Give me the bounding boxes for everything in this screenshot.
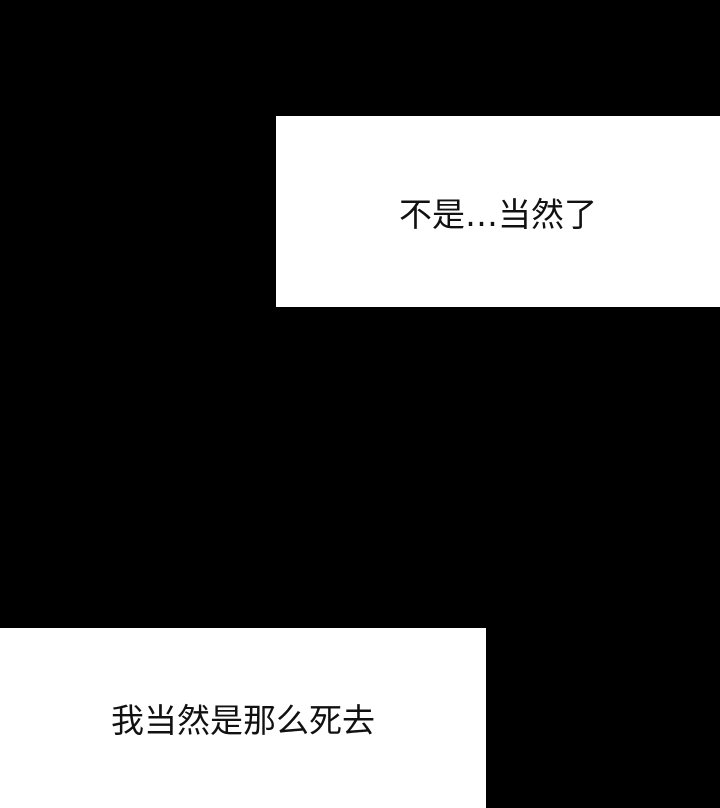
caption-box-top: 不是…当然了: [276, 116, 720, 307]
caption-text: 不是…当然了: [399, 194, 597, 234]
caption-text: 我当然是那么死去: [111, 701, 375, 740]
caption-box-bottom: 我当然是那么死去: [0, 628, 486, 808]
